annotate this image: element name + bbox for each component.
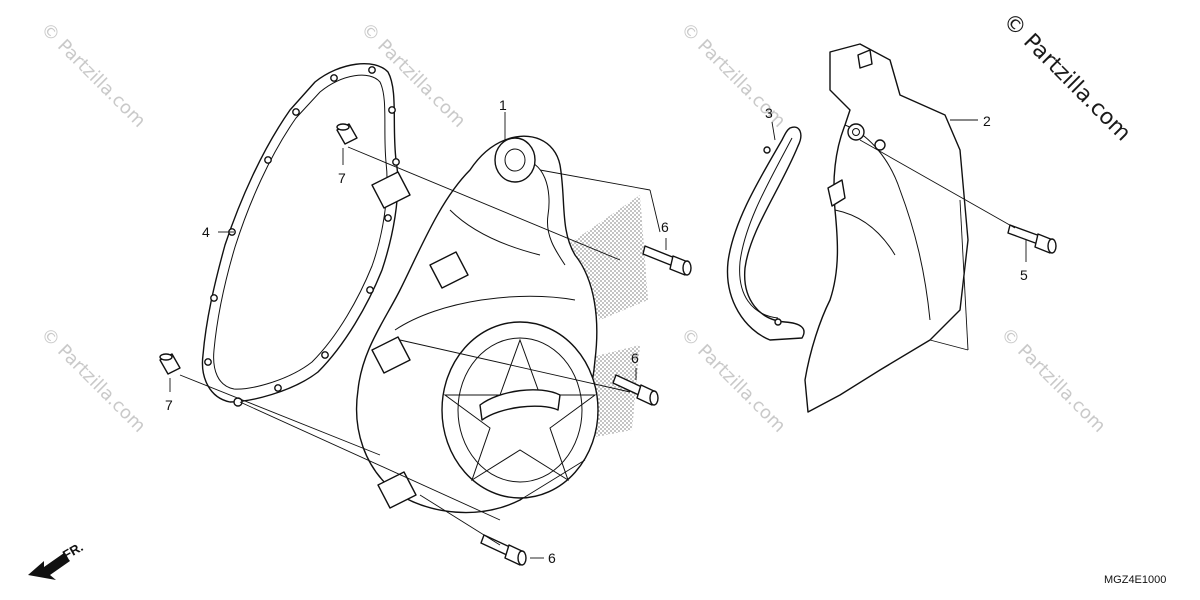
copyright-stamp: © Partzilla.com (998, 9, 1136, 147)
bolt-5 (1007, 224, 1057, 254)
callout-6-upper: 6 (661, 219, 669, 235)
bolt-6-upper (642, 245, 692, 276)
front-direction-indicator: FR. (28, 539, 86, 580)
dowel-pin-lower (159, 353, 181, 375)
rear-cover (804, 43, 969, 413)
callout-3: 3 (765, 105, 773, 121)
callout-7-lower: 7 (165, 397, 173, 413)
callouts: 1 2 3 4 5 6 6 6 7 7 (165, 97, 1028, 566)
bolt-6-lower (480, 534, 527, 566)
left-crankcase-cover (355, 135, 599, 514)
callout-7-upper: 7 (338, 170, 346, 186)
callout-6-lower: 6 (548, 550, 556, 566)
watermark-4: © Partzilla.com (36, 324, 149, 437)
callout-5: 5 (1020, 267, 1028, 283)
callout-4: 4 (202, 224, 210, 240)
arrow-down-left-icon (28, 553, 70, 580)
callout-2: 2 (983, 113, 991, 129)
watermark-6: © Partzilla.com (996, 324, 1109, 437)
watermark-1: © Partzilla.com (36, 19, 149, 132)
callout-1: 1 (499, 97, 507, 113)
cover-seal (726, 126, 805, 341)
drawing-code: MGZ4E1000 (1104, 574, 1166, 586)
leader-lines (169, 112, 1027, 559)
callout-6-middle: 6 (631, 350, 639, 366)
dowel-pin-upper (336, 123, 358, 145)
watermark-5: © Partzilla.com (676, 324, 789, 437)
bolt-6-middle (612, 374, 659, 406)
cover-gasket (201, 63, 400, 407)
